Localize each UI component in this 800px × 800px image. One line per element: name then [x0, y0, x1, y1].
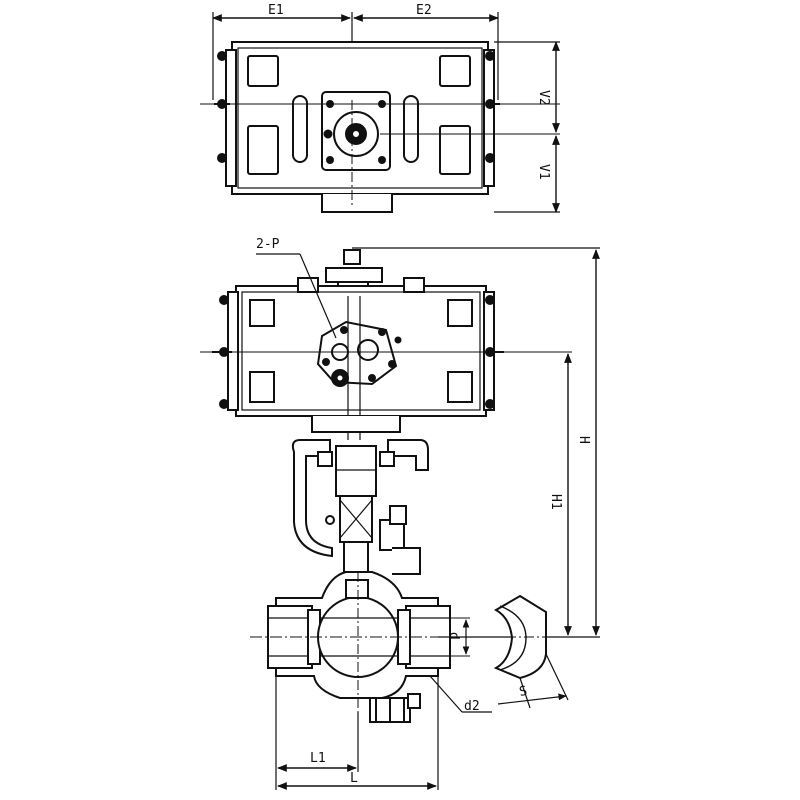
hex-detail	[488, 594, 569, 709]
label-e1: E1	[268, 3, 284, 18]
label-d: d	[446, 632, 461, 640]
label-s: S	[518, 684, 528, 700]
label-e2: E2	[416, 3, 432, 18]
label-2-p: 2-P	[256, 237, 280, 252]
label-h1: H1	[548, 494, 563, 510]
top-view	[200, 12, 560, 213]
label-h: H	[576, 436, 591, 444]
front-view	[200, 247, 600, 790]
label-v2: V2	[536, 90, 551, 106]
label-d2: d2	[464, 699, 480, 714]
label-v1: V1	[536, 164, 551, 180]
label-l: L	[350, 771, 358, 786]
label-l1: L1	[310, 751, 326, 766]
